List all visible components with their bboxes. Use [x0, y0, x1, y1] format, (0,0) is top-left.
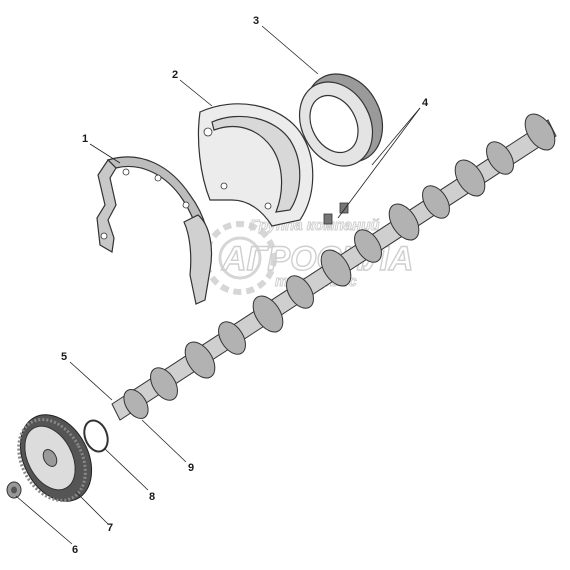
callout-9: 9 [188, 462, 194, 474]
callout-4: 4 [422, 97, 429, 109]
callout-7: 7 [107, 522, 113, 534]
part-snap-ring [83, 419, 109, 453]
part-cover-plate [183, 103, 314, 305]
callout-2: 2 [172, 69, 178, 81]
part-camshaft [111, 113, 557, 421]
part-gear [17, 414, 93, 502]
callout-1: 1 [82, 133, 88, 145]
part-seal-ring [298, 73, 384, 167]
callout-8: 8 [149, 491, 155, 503]
leader-lines [15, 25, 421, 545]
callout-6: 6 [72, 544, 78, 556]
callout-3: 3 [253, 15, 259, 27]
part-nut [6, 481, 22, 499]
part-pins [323, 202, 349, 225]
callout-5: 5 [61, 351, 67, 363]
callout-labels: 1 2 3 4 5 6 7 8 9 [61, 15, 429, 556]
